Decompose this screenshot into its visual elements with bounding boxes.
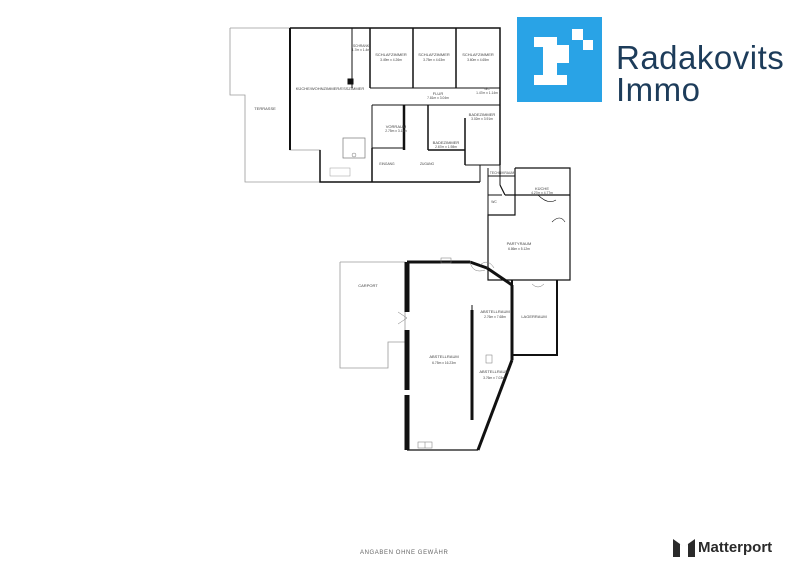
label-abstellraum-3: ABSTELLRAUM <box>479 369 508 374</box>
label-kueche-wohn: KÜCHE/WOHNZIMMER/ESSZIMMER <box>296 86 365 91</box>
brand-name-line1: Radakovits <box>616 39 785 76</box>
dims-schrank: 1.7m x 1.4m <box>352 48 370 52</box>
room-labels: TERRASSE SCHRANK 1.7m x 1.4m SCHLAFZIMME… <box>254 44 553 380</box>
doors <box>397 257 545 449</box>
label-wc-2: WC <box>491 200 497 204</box>
dims-abstellraum-3: 3.76m x 7.03m <box>483 376 505 380</box>
dims-abstellraum-1: 2.76m x 7.68m <box>484 315 506 319</box>
label-schlafzimmer-2: SCHLAFZIMMER <box>418 52 450 57</box>
label-technikraum: TECHNIKRAUM <box>490 171 514 175</box>
dims-badezimmer-2: 3.02m x 3.91m <box>471 117 493 121</box>
label-abstellraum-2: ABSTELLRAUM <box>429 354 458 359</box>
label-schlafzimmer-3: SCHLAFZIMMER <box>462 52 494 57</box>
label-terrasse: TERRASSE <box>254 106 276 111</box>
label-badezimmer-1: BADEZIMMER <box>433 140 460 145</box>
dims-abstellraum-2: 6.75m x 16.23m <box>432 361 456 365</box>
label-vorraum: VORRAUM <box>386 124 406 129</box>
main-house-walls <box>289 27 501 183</box>
label-abstellraum-1: ABSTELLRAUM <box>480 309 509 314</box>
dims-partyraum: 6.86m x 5.12m <box>508 247 530 251</box>
brand-name-line2: Immo <box>616 71 701 108</box>
dims-schlafzimmer-1: 3.49m x 4.26m <box>380 58 402 62</box>
label-schlafzimmer-1: SCHLAFZIMMER <box>375 52 407 57</box>
disclaimer-note: ANGABEN OHNE GEWÄHR <box>360 550 449 556</box>
carport-area <box>339 261 406 369</box>
matterport-logo-icon <box>673 539 695 557</box>
storage-building-walls <box>404 260 514 451</box>
label-partyraum: PARTYRAUM <box>507 241 532 246</box>
dims-badezimmer-1: 2.67m x 1.98m <box>435 145 457 149</box>
dims-schlafzimmer-2: 3.75m x 4.63m <box>423 58 445 62</box>
kitchen-island <box>342 137 366 159</box>
label-schrank: SCHRANK <box>353 44 370 48</box>
label-eingang: EINGANG <box>379 162 395 166</box>
label-wc-1: WC <box>484 87 490 91</box>
dims-wc-1: 1.47m x 1.14m <box>476 91 498 95</box>
label-badezimmer-2: BADEZIMMER <box>469 112 496 117</box>
matterport-wordmark: Matterport <box>698 539 773 556</box>
dims-flur: 7.81m x 3.04m <box>427 96 449 100</box>
label-flur: FLUR <box>433 91 444 96</box>
dims-vorraum: 2.75m x 3.11m <box>385 129 407 133</box>
dims-schlafzimmer-3: 3.60m x 4.65m <box>467 58 489 62</box>
label-carport: CARPORT <box>358 283 378 288</box>
connector-walls <box>479 165 515 215</box>
party-room-walls <box>487 167 571 281</box>
label-lagerraum: LAGERRAUM <box>521 314 546 319</box>
label-kueche-2: KÜCHE <box>535 186 549 191</box>
label-zugang: ZUGANG <box>420 162 435 166</box>
dims-kueche-2: 4.27m x 4.77m <box>531 191 553 195</box>
radakovits-logo-icon <box>517 17 602 102</box>
terrace-area <box>229 27 321 183</box>
